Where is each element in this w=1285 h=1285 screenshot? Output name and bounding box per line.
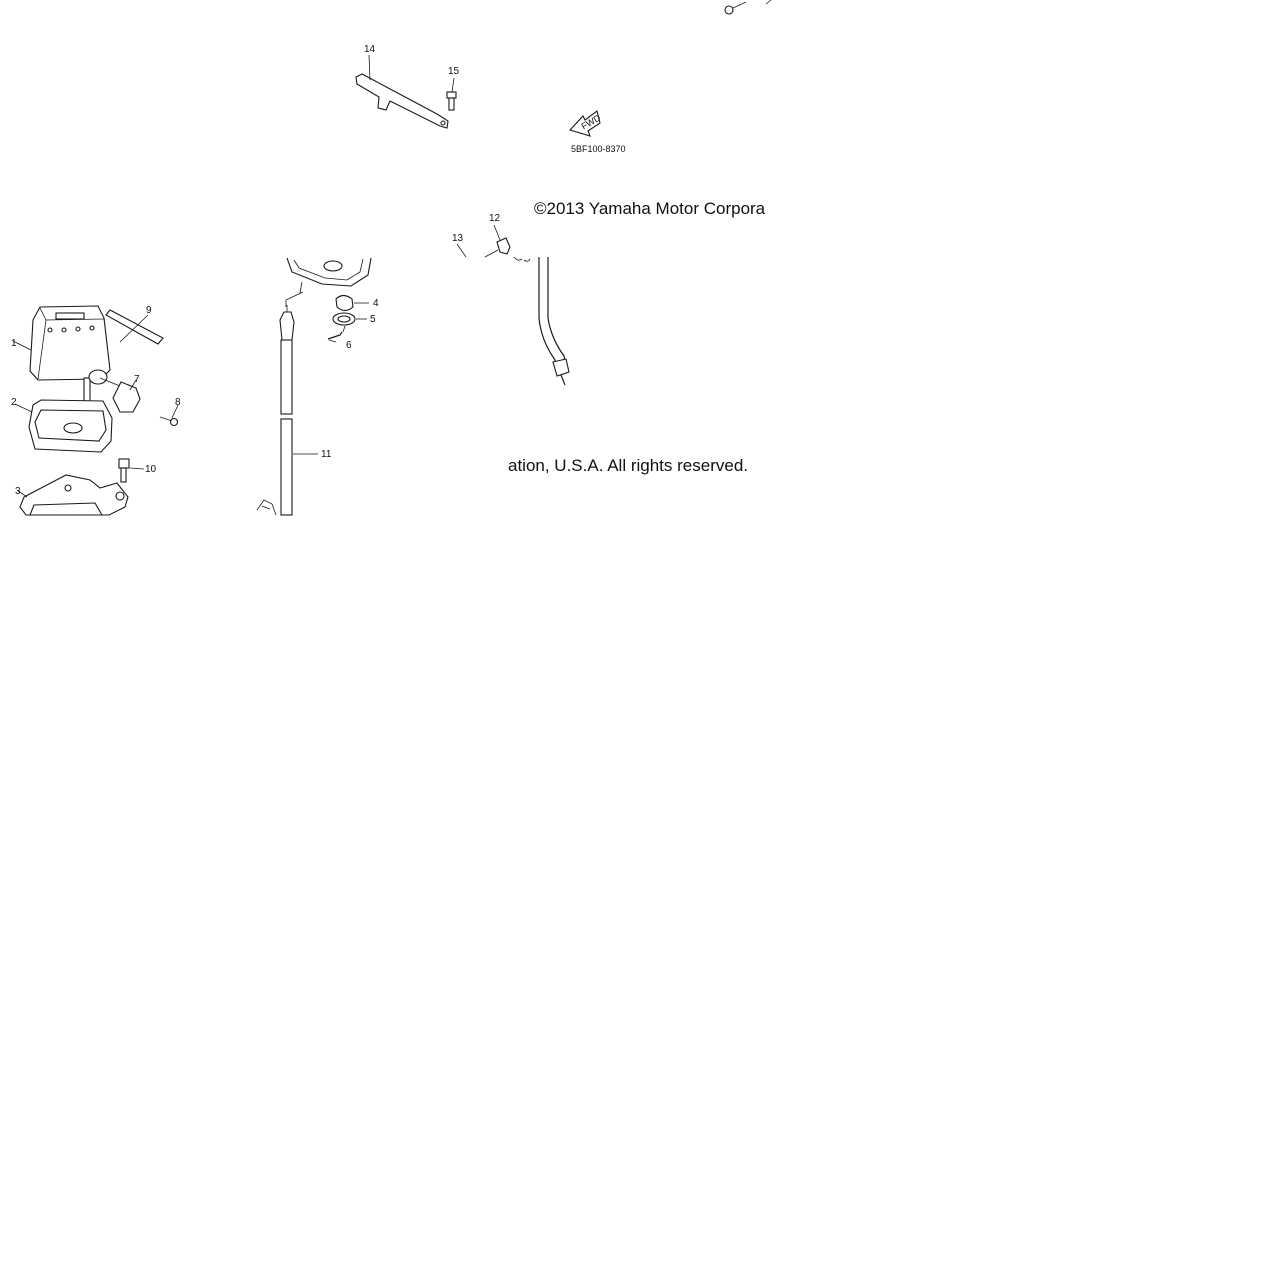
callout-5: 5 [370,314,376,325]
callout-2: 2 [11,397,17,408]
callout-4: 4 [373,298,379,309]
clamp-part-12 [484,224,531,262]
bolt-part-10 [118,458,145,483]
grommet-part-4 [335,294,369,312]
cable-part-11 [279,305,318,516]
meter-housing-part-1 [12,305,111,406]
screw-part-8 [159,404,179,427]
speedometer-cable [538,257,570,386]
copyright-bottom: ation, U.S.A. All rights reserved. [508,456,748,475]
callout-11: 11 [321,449,332,460]
lower-diagram-tile: ation, U.S.A. All rights reserved. [12,257,748,516]
callout-8: 8 [175,397,181,408]
callout-7: 7 [134,374,140,385]
meter-bottom-fragment [285,257,372,307]
callout-9: 9 [146,305,152,316]
upper-diagram-tile: FWD 5BF100-8370 ©2013 Yamaha Motor Corpo… [355,0,772,262]
callout-1: 1 [11,338,17,349]
callout-3: 3 [15,486,21,497]
callout-6: 6 [346,340,352,351]
lower-fragment [256,499,277,516]
callout-15: 15 [448,66,460,77]
callout-12: 12 [489,213,501,224]
callout-10: 10 [145,464,157,475]
callout-13: 13 [452,233,464,244]
cushion-part-2 [14,399,113,453]
gear-part-7 [99,377,141,413]
diagram-code: 5BF100-8370 [571,144,626,154]
callout-14: 14 [364,44,376,55]
pin-part-6 [327,325,346,343]
bolt-part-15 [446,77,457,111]
leader-13 [456,243,467,258]
bracket-part-14 [355,54,449,129]
fwd-arrow-icon: FWD [568,110,603,137]
bracket-part-3 [17,474,129,516]
bolt-fragment-top [724,0,772,15]
strip-part-9 [105,309,164,345]
washer-part-5 [332,312,367,326]
copyright-top: ©2013 Yamaha Motor Corpora [534,199,766,218]
